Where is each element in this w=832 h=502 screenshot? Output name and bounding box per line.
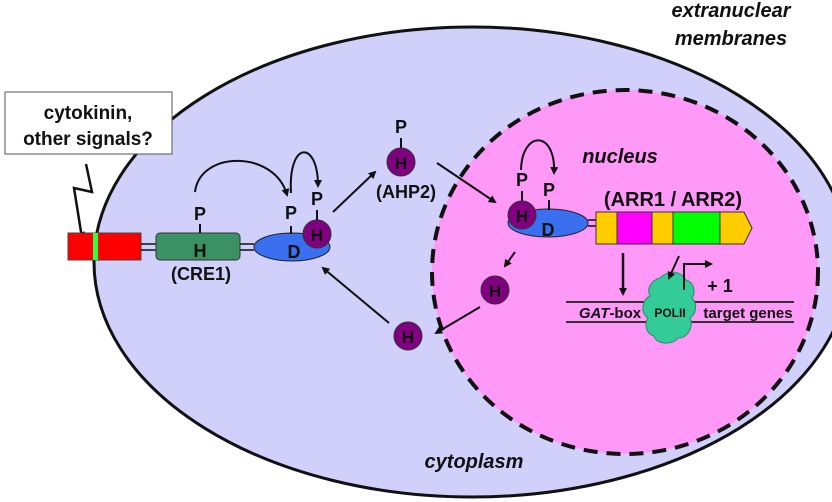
nucleus-envelope	[430, 88, 820, 456]
target-genes-label: target genes	[703, 305, 792, 322]
ahp-dephosphorylated-nuclear	[480, 275, 510, 305]
polii-complex	[642, 271, 697, 344]
cre1-label: (CRE1)	[171, 264, 231, 284]
signal-box-line1: cytokinin,	[44, 103, 133, 124]
signal-box	[4, 91, 173, 155]
phosphotransfer-arrow-h-to-d	[194, 159, 290, 197]
ahp2-h-label: H	[395, 154, 407, 173]
gat-box-suffix: -box	[609, 305, 641, 322]
polii-label: POLII	[654, 306, 685, 320]
phosphotransfer-arrow-d-to-ahp	[289, 151, 322, 194]
signal-box-line2: other signals?	[23, 129, 153, 150]
ahp-dephosphorylated-cytoplasm	[393, 321, 423, 351]
gat-box-label: GAT-box	[579, 305, 642, 322]
transmembrane-band	[93, 233, 98, 260]
arrow-ahp-export	[434, 306, 481, 335]
phosphotransfer-arrow-ahp-to-arr	[520, 139, 559, 175]
cre1-d-p-label: P	[285, 203, 297, 223]
cre1-h-label: H	[194, 241, 207, 261]
ahp-docked-arr-p-label: P	[516, 170, 528, 190]
arr-label: (ARR1 / ARR2)	[604, 189, 742, 211]
extranuclear-label-line2: membranes	[675, 28, 787, 50]
ahp2-p-label: P	[395, 117, 407, 137]
arr-segment-green	[672, 211, 721, 245]
arr-d-label: D	[542, 220, 555, 240]
arr-segment-magenta	[616, 211, 653, 245]
arr-segment-yellow-2	[651, 211, 674, 245]
cre1-p-label: P	[194, 204, 206, 224]
transcription-start-arrow	[683, 260, 713, 290]
ahp-docked-p-label: P	[311, 189, 323, 209]
ahp2-label: (AHP2)	[376, 182, 436, 202]
ahp-nuclear-h-label: H	[489, 282, 501, 301]
arrow-to-ahp2	[332, 170, 377, 213]
cytoplasm-label: cytoplasm	[425, 451, 524, 473]
arr-segment-yellow-arrow	[719, 211, 753, 245]
arr-segment-yellow-1	[595, 211, 618, 245]
transcription-start-label: + 1	[707, 276, 733, 296]
extranuclear-label-line1: extranuclear	[672, 0, 792, 22]
cre1-histidine-kinase-domain	[155, 232, 241, 261]
arrow-into-polii	[667, 255, 680, 280]
arrow-ahp-recycle	[321, 266, 390, 324]
ahp-docked-h-label: H	[311, 226, 323, 245]
arr-d-p-label: P	[543, 180, 555, 200]
ahp-docked-arr-h-label: H	[516, 207, 528, 226]
cre1-d-label: D	[288, 242, 301, 262]
ahp-cytoplasm-h-label: H	[402, 328, 414, 347]
arrow-ahp2-into-nucleus	[436, 162, 497, 204]
gat-box-italic: GAT	[579, 305, 611, 322]
signal-lightning-arrow	[72, 163, 94, 240]
nucleus-label: nucleus	[582, 146, 658, 168]
arrow-release-ahp	[503, 251, 516, 268]
receptor-extracellular-domain	[67, 232, 142, 261]
